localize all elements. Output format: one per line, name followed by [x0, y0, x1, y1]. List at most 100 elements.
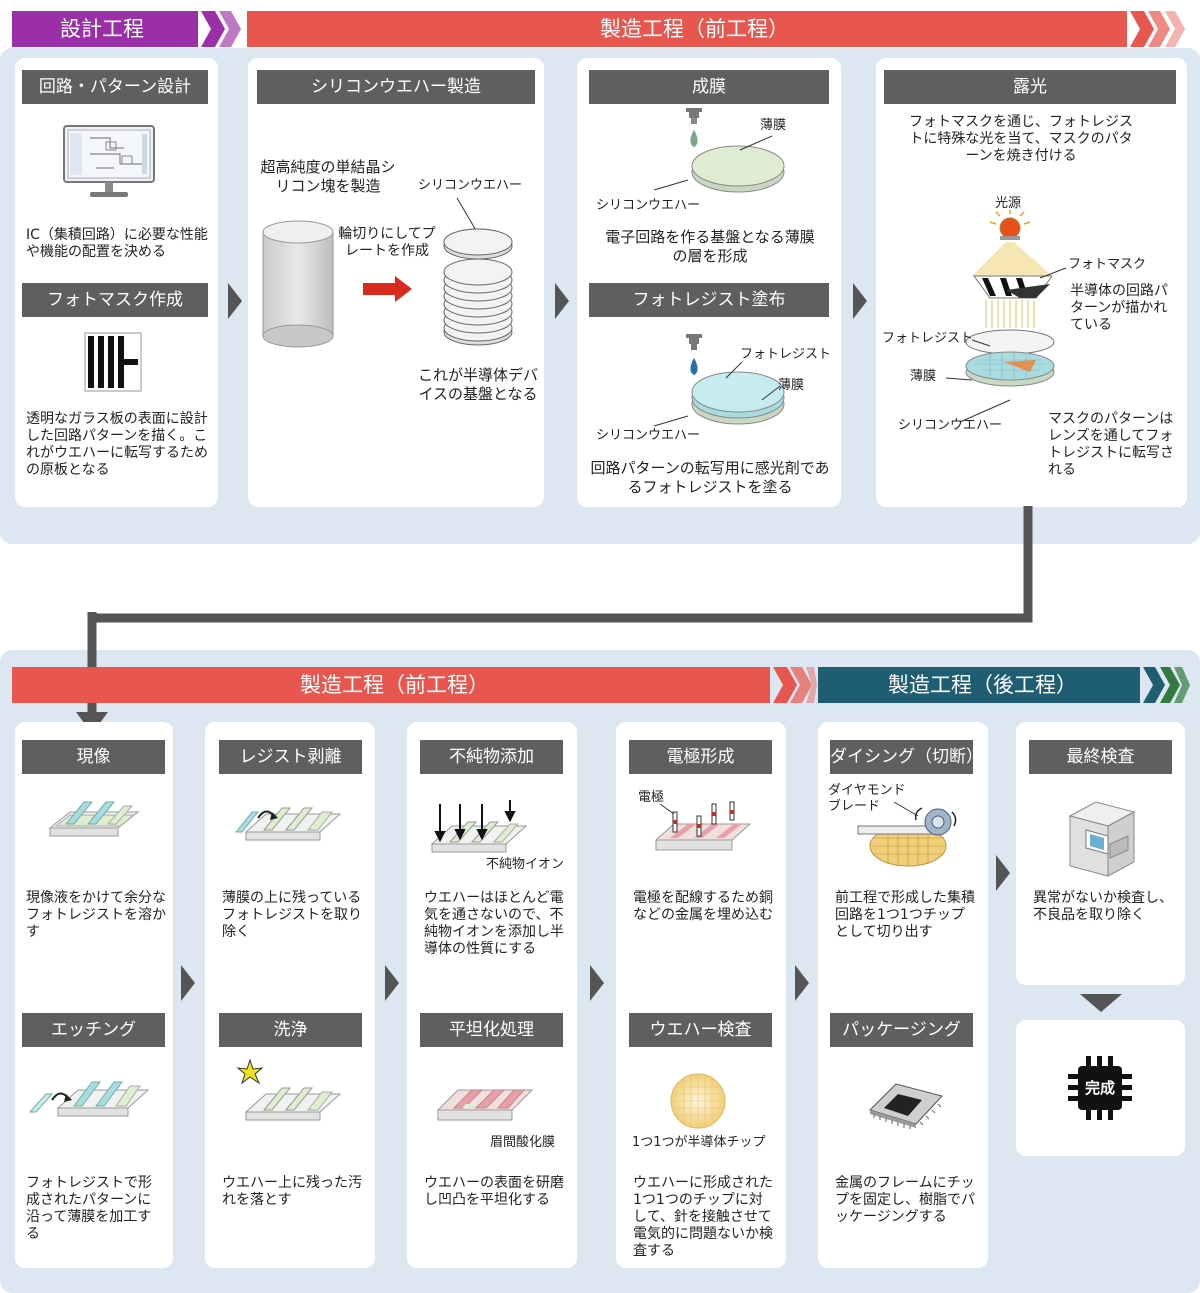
photomask-icon: [84, 332, 142, 392]
wafer-header: シリコンウエハー製造: [257, 70, 535, 104]
front-phase-bar-bottom: [12, 667, 817, 703]
arrow-7: [795, 965, 809, 1001]
film-wafer: [686, 108, 785, 193]
arrow-5: [385, 965, 399, 1001]
resist-wafer-label: シリコンウエハー: [596, 428, 701, 443]
inspect-label: 1つ1つが半導体チップ: [632, 1135, 766, 1150]
film-header: 成膜: [589, 70, 829, 104]
strip-header: レジスト剥離: [219, 740, 362, 774]
light-source-label: 光源: [995, 196, 1022, 211]
design-phase-bar: [12, 11, 241, 47]
doping-card: [407, 722, 577, 1268]
electrode-label: 電極: [638, 790, 665, 805]
exposure-header: 露光: [884, 70, 1176, 104]
pattern-label: 半導体の回路パターンが描かれている: [1070, 283, 1168, 333]
strip-card: [205, 722, 375, 1268]
circuit-design-header: 回路・パターン設計: [22, 70, 208, 104]
dicing-header: ダイシング（切断）: [830, 740, 973, 774]
final-header: 最終検査: [1029, 740, 1172, 774]
resist-wafer: [686, 334, 785, 425]
complete-label: 完成: [1084, 1079, 1115, 1097]
etching-illustration: [28, 1081, 150, 1117]
design-phase-label: 設計工程: [60, 17, 144, 41]
film-label: 薄膜: [760, 118, 787, 133]
arrow-8: [996, 855, 1010, 891]
planarize-desc: ウエハーの表面を研磨し凹凸を平坦化する: [424, 1175, 564, 1208]
doping-label: 不純物イオン: [486, 857, 565, 872]
back-phase-bar: [818, 667, 1190, 703]
strip-illustration: [234, 807, 342, 841]
arrow-2: [555, 283, 569, 319]
film-card: [577, 58, 841, 507]
planarize-header: 平坦化処理: [420, 1013, 563, 1047]
dicing-desc: 前工程で形成した集積回路を1つ1つチップとして切り出す: [835, 890, 975, 940]
resist-header: フォトレジスト塗布: [589, 283, 829, 317]
etching-header: エッチング: [22, 1013, 165, 1047]
inspection-machine-icon: [1068, 801, 1136, 877]
photomask-desc: 透明なガラス板の表面に設計した回路パターンを描く。これがウエハーに転写するための…: [26, 411, 208, 478]
wafer-desc: これが半導体デバイスの基盤となる: [418, 366, 539, 403]
doping-desc: ウエハーはほとんど電気を通さないので、不純物イオンを添加し半導体の性質にする: [424, 890, 564, 957]
exposure-desc: マスクのパターンはレンズを通してフォトレジストに転写される: [1048, 411, 1174, 478]
exposure-resist-label: フォトレジスト: [882, 331, 974, 346]
arrow-4: [181, 965, 195, 1001]
doping-header: 不純物添加: [420, 740, 563, 774]
etching-desc: フォトレジストで形成されたパターンに沿って薄膜を加工する: [26, 1175, 152, 1242]
exposure-illustration: [965, 210, 1055, 387]
mask-leader: [1039, 267, 1067, 279]
resist-label: フォトレジスト: [740, 347, 832, 362]
film-wafer-label: シリコンウエハー: [596, 198, 701, 213]
front-phase-label-top: 製造工程（前工程）: [600, 17, 789, 41]
resist-desc: 回路パターンの転写用に感光剤であるフォトレジストを塗る: [590, 459, 830, 496]
resist-film-label: 薄膜: [778, 378, 805, 393]
final-desc: 異常がないか検査し、不良品を取り除く: [1033, 890, 1173, 923]
clean-desc: ウエハー上に残った汚れを落とす: [222, 1175, 362, 1208]
wafer-stack: [443, 228, 513, 346]
dicing-illustration: [857, 801, 957, 867]
back-phase-label: 製造工程（後工程）: [888, 673, 1077, 697]
photomask-label: フォトマスク: [1068, 257, 1147, 272]
front-phase-label-bottom: 製造工程（前工程）: [300, 673, 489, 697]
electrode-desc: 電極を配線するため銅などの金属を埋め込む: [633, 890, 773, 923]
doping-illustration: [430, 800, 528, 853]
photomask-header: フォトマスク作成: [22, 283, 208, 317]
monitor-icon: [63, 125, 155, 197]
circuit-design-desc: IC（集積回路）に必要な性能や機能の配置を決める: [26, 227, 208, 260]
electrode-header: 電極形成: [629, 740, 772, 774]
develop-desc: 現像液をかけて余分なフォトレジストを溶かす: [26, 890, 166, 940]
film-desc: 電子回路を作る基盤となる薄膜の層を形成: [605, 228, 815, 265]
exposure-wafer-label: シリコンウエハー: [898, 418, 1003, 433]
inspect-desc: ウエハーに形成された1つ1つのチップに対して、針を接触させて電気的に問題ないか検…: [633, 1175, 773, 1259]
silicon-ingot: [262, 220, 334, 348]
arrow-6: [590, 965, 604, 1001]
resist-leaders: [653, 361, 781, 427]
clean-header: 洗浄: [219, 1013, 362, 1047]
electrode-card: [616, 722, 786, 1268]
arrow-1: [228, 283, 242, 319]
exposure-leaders: [945, 339, 1011, 423]
red-arrow: [363, 276, 412, 302]
dicing-label: ダイヤモンドブレード: [828, 783, 906, 814]
film-wafer-leader: [653, 179, 689, 191]
front-phase-bar-top: [247, 11, 1185, 47]
planarize-illustration: [436, 1089, 534, 1121]
film-leader: [739, 135, 773, 151]
wafer-label: シリコンウエハー: [418, 178, 523, 193]
exposure-intro: フォトマスクを通じ、フォトレジストに特殊な光を当て、マスクのパターンを焼き付ける: [909, 114, 1133, 164]
chip-icon: [1068, 1056, 1132, 1120]
down-arrow: [1080, 994, 1122, 1012]
ingot-text: 超高純度の単結晶シリコン塊を製造: [260, 158, 396, 195]
package-illustration: [869, 1083, 943, 1129]
slice-text: 輪切りにしてプレートを作成: [338, 226, 436, 259]
develop-header: 現像: [22, 740, 165, 774]
clean-illustration: [236, 1058, 342, 1121]
package-desc: 金属のフレームにチップを固定し、樹脂でパッケージングする: [835, 1175, 975, 1225]
electrode-illustration: [654, 801, 752, 851]
inspect-header: ウエハー検査: [629, 1013, 772, 1047]
arrow-3: [853, 283, 867, 319]
strip-desc: 薄膜の上に残っているフォトレジストを取り除く: [222, 890, 362, 940]
exposure-film-label: 薄膜: [910, 369, 937, 384]
wafer-leader: [456, 197, 478, 233]
develop-illustration: [48, 801, 140, 837]
dicing-card: [818, 722, 988, 1268]
